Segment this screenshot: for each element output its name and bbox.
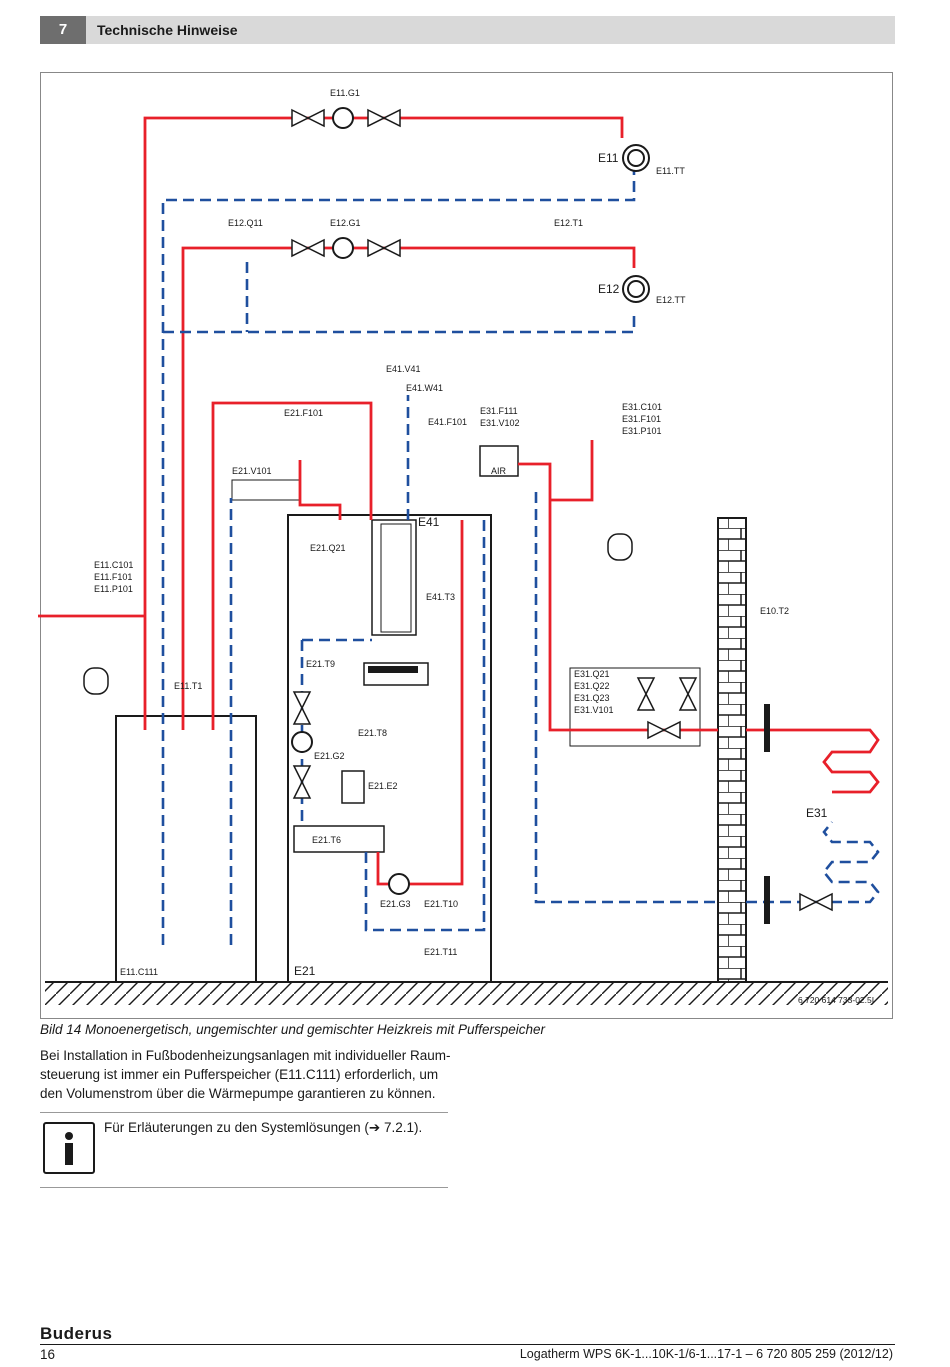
- label-e11-c101: E11.C101: [94, 560, 133, 570]
- label-e41-w41: E41.W41: [406, 383, 443, 393]
- label-e11-f101: E11.F101: [94, 572, 132, 582]
- pumps: [291, 107, 410, 895]
- expansion-vessels: [83, 533, 633, 695]
- label-e12-q11: E12.Q11: [228, 218, 263, 228]
- ground: [45, 981, 888, 1005]
- chapter-number: 7: [40, 16, 86, 44]
- body-line-3: den Volumenstrom über die Wärmepumpe gar…: [40, 1086, 436, 1101]
- brand-logo: Buderus: [40, 1324, 113, 1343]
- manifolds: [764, 704, 770, 924]
- heat-pump-unit: [287, 514, 492, 983]
- figure-caption: Bild 14 Monoenergetisch, ungemischter un…: [40, 1022, 545, 1037]
- wall: [717, 517, 747, 983]
- label-e31-q23: E31.Q23: [574, 693, 610, 703]
- label-e12-t1: E12.T1: [554, 218, 583, 228]
- label-air: AIR: [491, 466, 507, 476]
- label-e21-t10: E21.T10: [424, 899, 458, 909]
- label-e11-t1: E11.T1: [174, 681, 202, 691]
- buffer-tank: [115, 715, 257, 983]
- label-e41: E41: [418, 515, 440, 529]
- chapter-header: 7 Technische Hinweise: [40, 16, 895, 44]
- valves: [291, 108, 833, 912]
- label-e11-p101: E11.P101: [94, 584, 133, 594]
- info-top-rule: [40, 1112, 448, 1113]
- label-e31-q21: E31.Q21: [574, 669, 610, 679]
- label-e21-t11: E21.T11: [424, 947, 457, 957]
- label-e21-g2: E21.G2: [314, 751, 345, 761]
- page-number: 16: [40, 1347, 56, 1362]
- hydraulic-schematic: E11.G1 E11 E11.TT E12.Q11 E12.G1 E12.T1 …: [38, 88, 888, 1005]
- label-e31-f101: E31.F101: [622, 414, 661, 424]
- footer-rule: [40, 1344, 895, 1345]
- label-e21-f101: E21.F101: [284, 408, 323, 418]
- label-e12-g1: E12.G1: [330, 218, 361, 228]
- label-e11-g1: E11.G1: [330, 88, 360, 98]
- label-e21-q21: E21.Q21: [310, 543, 346, 553]
- label-e11-c111: E11.C111: [120, 967, 158, 977]
- info-icon: [43, 1122, 95, 1174]
- label-e11-tt: E11.TT: [656, 166, 685, 176]
- info-bottom-rule: [40, 1187, 448, 1188]
- label-e31-v101: E31.V101: [574, 705, 614, 715]
- label-e21: E21: [294, 964, 316, 978]
- label-e21-e2: E21.E2: [368, 781, 398, 791]
- document-reference: Logatherm WPS 6K-1...10K-1/6-1...17-1 – …: [519, 1347, 893, 1361]
- air-separator: [479, 445, 519, 477]
- e21-t6-box: [293, 825, 385, 853]
- diagram-frame: [40, 72, 893, 1019]
- e31-valve-group: [569, 667, 701, 747]
- label-e12: E12: [598, 282, 620, 296]
- label-e31-f111: E31.F111: [480, 406, 518, 416]
- e21-e2-heater: [341, 770, 365, 804]
- label-e11: E11: [598, 151, 619, 165]
- chapter-title: Technische Hinweise: [97, 22, 238, 38]
- label-e31: E31: [806, 806, 828, 820]
- label-e41-f101: E41.F101: [428, 417, 467, 427]
- info-text: Für Erläuterungen zu den Systemlösungen …: [104, 1120, 423, 1135]
- label-e41-t3: E41.T3: [426, 592, 455, 602]
- e21-v101-box: [231, 479, 301, 501]
- label-e10-t2: E10.T2: [760, 606, 789, 616]
- label-e21-t6: E21.T6: [312, 835, 341, 845]
- controller: [363, 662, 429, 686]
- e41-cylinder: [371, 519, 417, 636]
- label-e31-c101: E31.C101: [622, 402, 662, 412]
- body-paragraph: Bei Installation in Fußbodenheizungsanla…: [40, 1046, 460, 1103]
- label-e21-t9: E21.T9: [306, 659, 335, 669]
- label-e21-v101: E21.V101: [232, 466, 272, 476]
- label-e41-v41: E41.V41: [386, 364, 421, 374]
- label-e21-g3: E21.G3: [380, 899, 411, 909]
- label-e31-v102: E31.V102: [480, 418, 520, 428]
- body-line-2: steuerung ist immer ein Pufferspeicher (…: [40, 1067, 439, 1082]
- body-line-1: Bei Installation in Fußbodenheizungsanla…: [40, 1048, 451, 1063]
- return-lines: [161, 160, 880, 945]
- label-e31-q22: E31.Q22: [574, 681, 610, 691]
- label-e12-tt: E12.TT: [656, 295, 686, 305]
- drawing-reference: 6 720 614 733-02.5I: [798, 995, 874, 1005]
- label-e31-p101: E31.P101: [622, 426, 662, 436]
- label-e21-t8: E21.T8: [358, 728, 387, 738]
- radiators: [622, 144, 650, 303]
